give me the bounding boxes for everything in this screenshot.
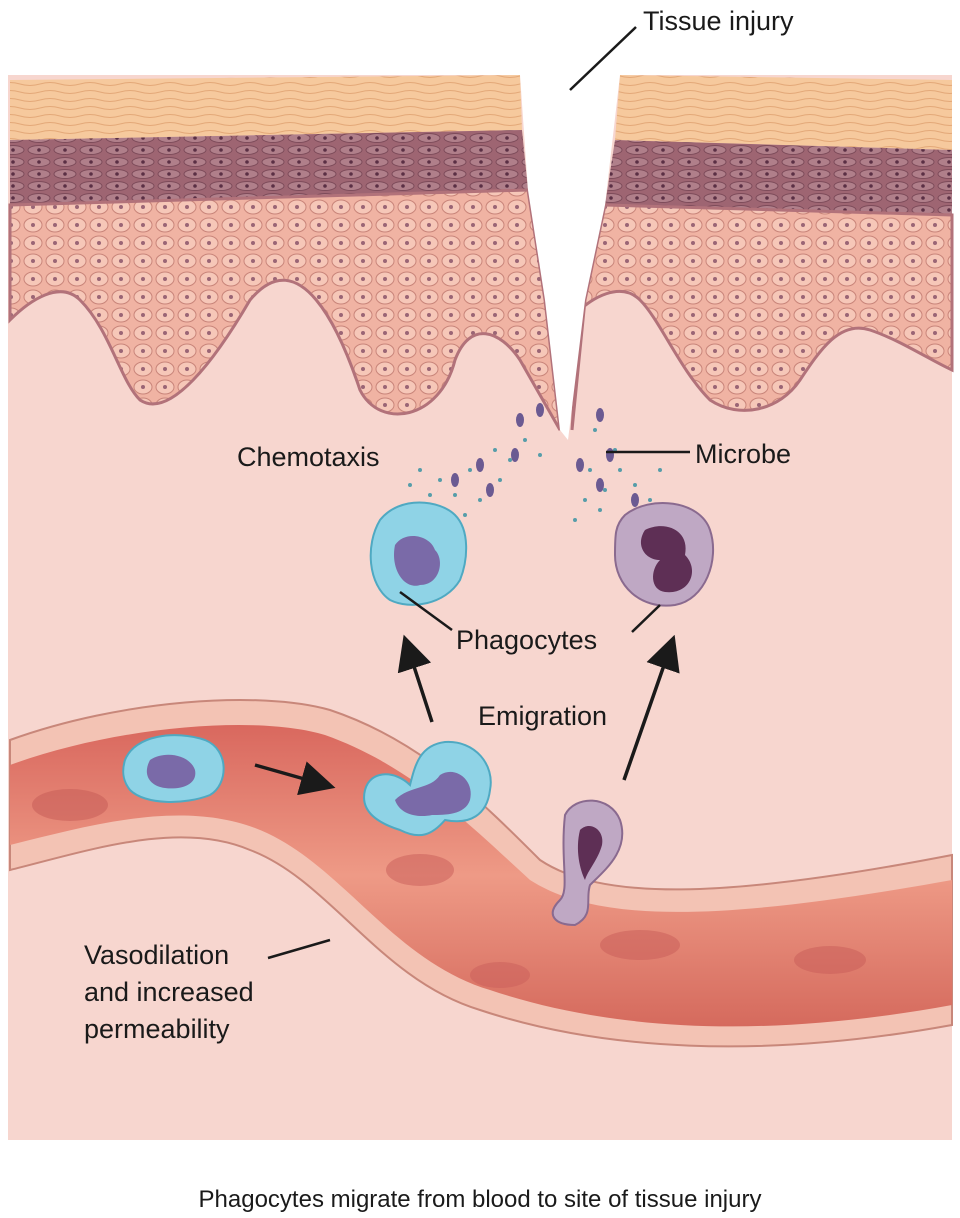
label-vasodilation-2: and increased [84, 977, 254, 1007]
leader-vasodilation [267, 938, 331, 960]
chemical-signals [408, 428, 662, 532]
arrow-vessel-flow [254, 761, 336, 796]
label-vasodilation-3: permeability [84, 1014, 230, 1044]
neutrophil-in-vessel [122, 734, 225, 803]
microbes [451, 403, 639, 507]
leader-phagocytes-left [399, 590, 453, 632]
label-phagocytes: Phagocytes [456, 625, 597, 655]
neutrophil-emigrating [363, 740, 492, 837]
label-emigration: Emigration [478, 701, 607, 731]
label-tissue-injury: Tissue injury [643, 6, 794, 36]
phagocyte-neutrophil [369, 501, 468, 606]
arrow-emigration-left [397, 634, 434, 723]
wound-gap [520, 75, 620, 440]
epidermis-left [8, 75, 562, 431]
arrow-emigration-right [622, 634, 680, 781]
epidermis-right [570, 75, 954, 431]
label-vasodilation-1: Vasodilation [84, 940, 229, 970]
macrophage-emigrating [551, 799, 624, 927]
leader-tissue-injury [569, 26, 637, 91]
blood-vessel [9, 699, 953, 1048]
leader-phagocytes-right [631, 604, 661, 633]
figure-caption: Phagocytes migrate from blood to site of… [199, 1186, 762, 1213]
phagocyte-macrophage [613, 502, 715, 607]
label-microbe: Microbe [695, 439, 791, 469]
label-chemotaxis: Chemotaxis [237, 442, 380, 472]
